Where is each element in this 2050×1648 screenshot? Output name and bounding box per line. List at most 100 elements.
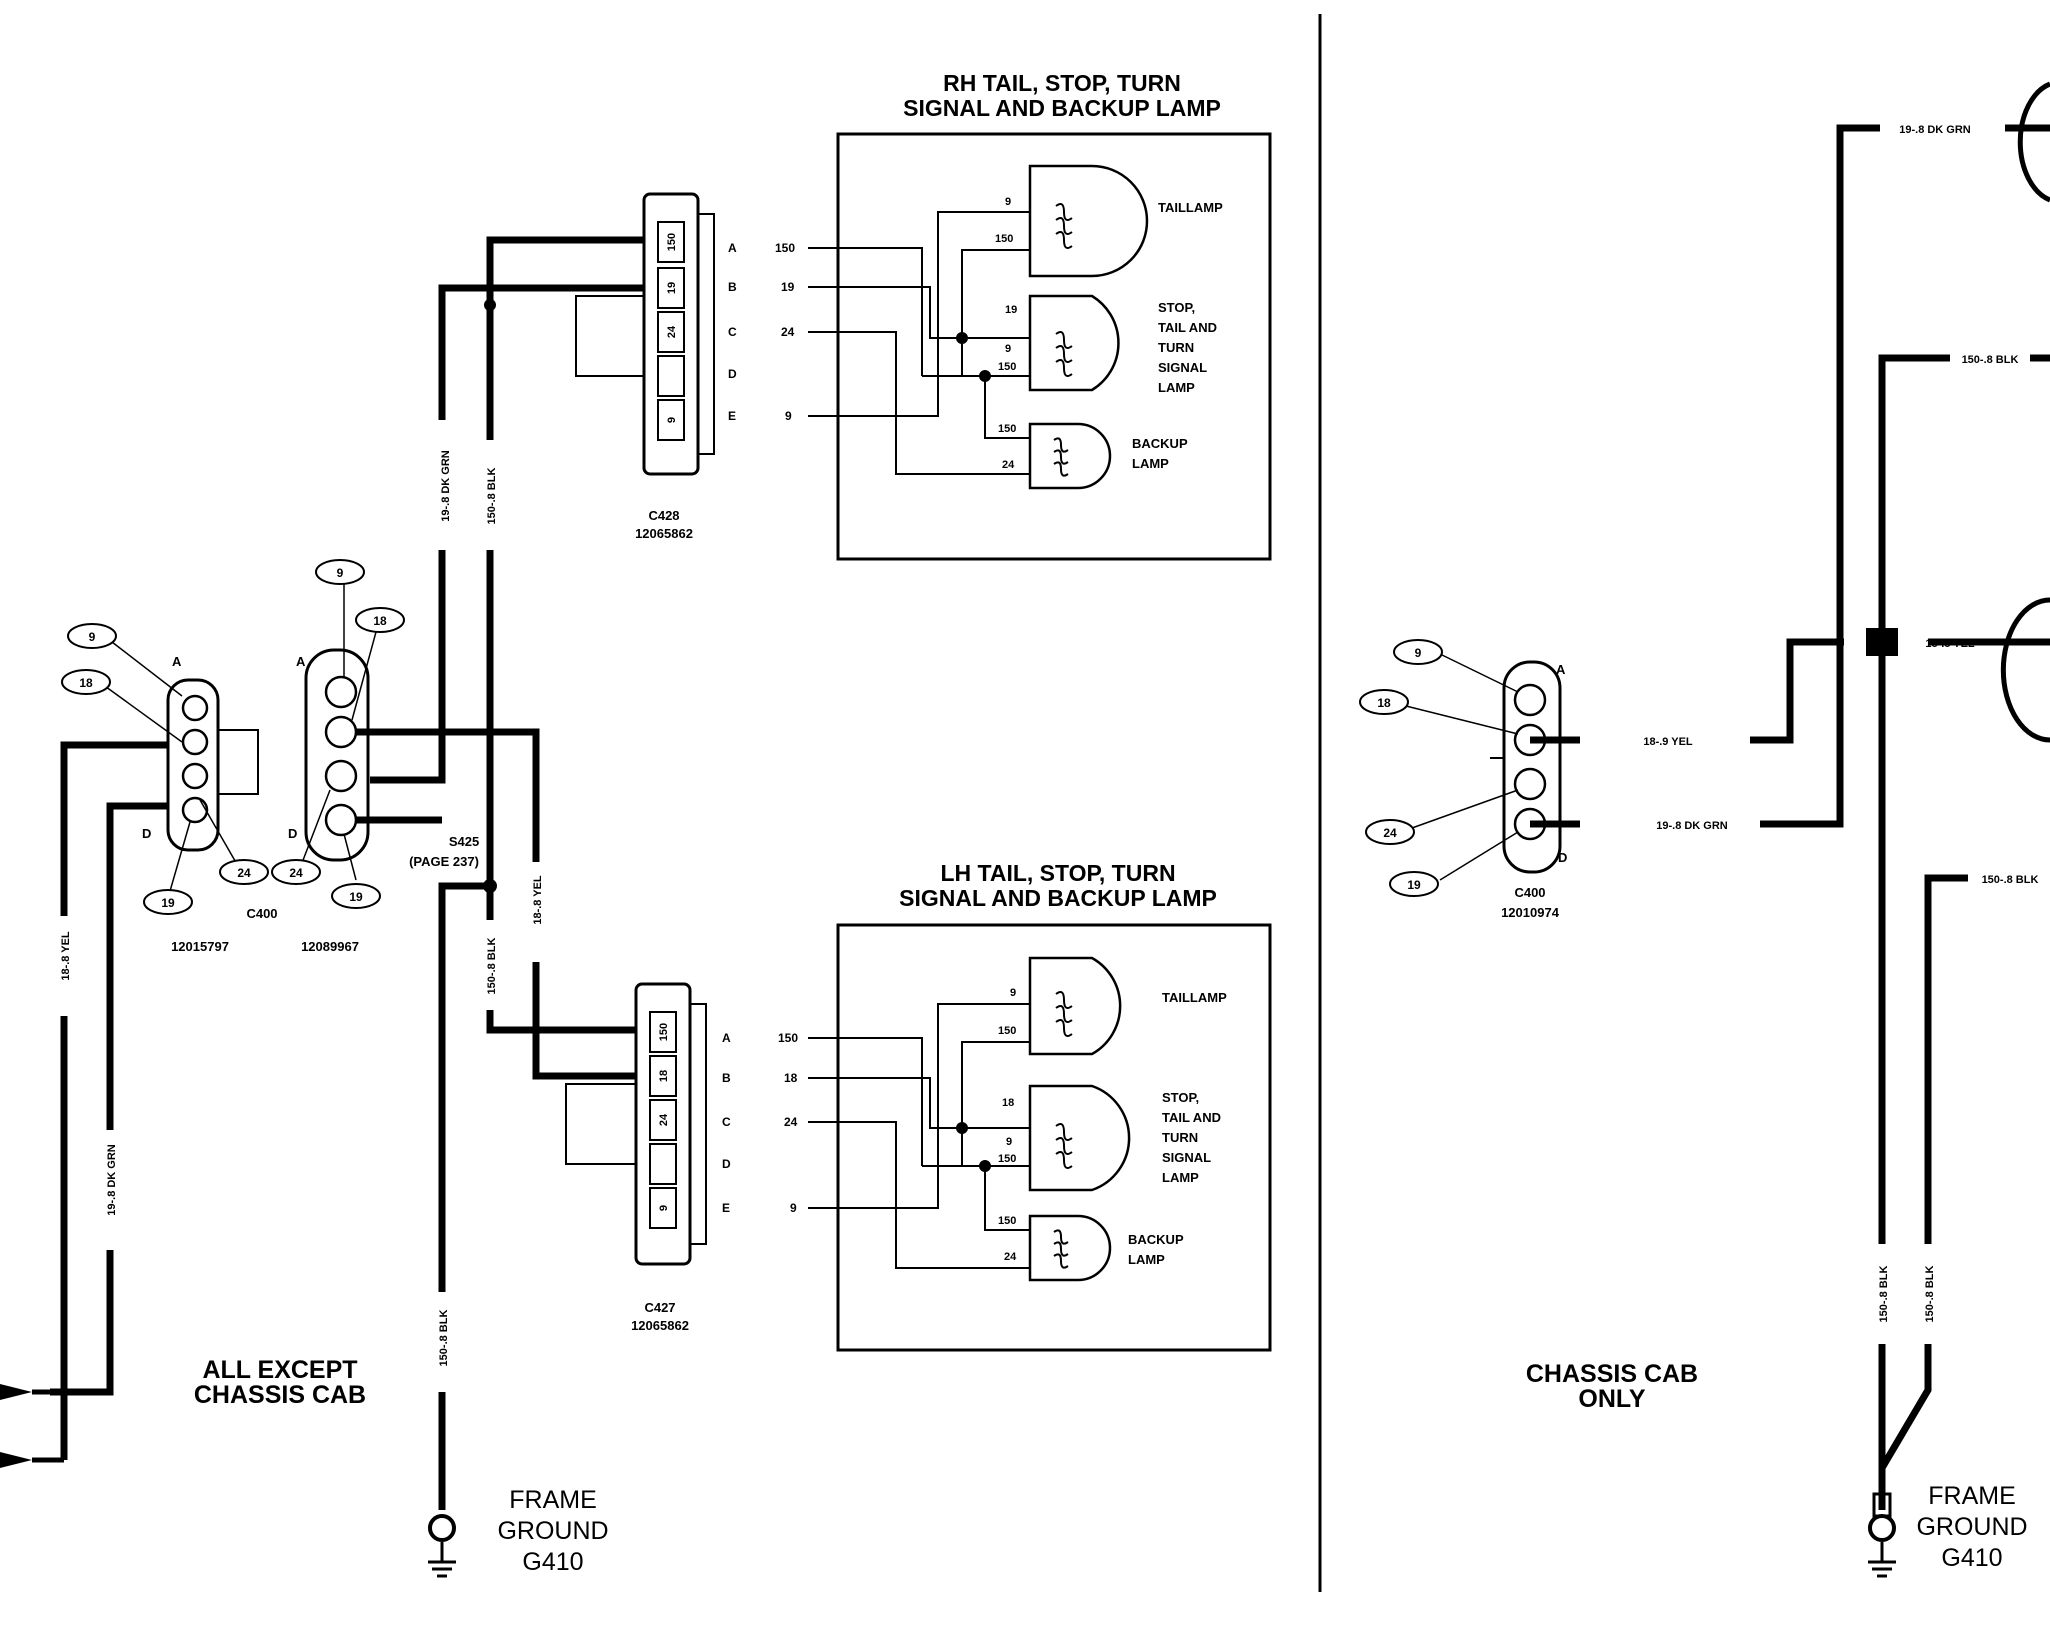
- rh-int-s150: 150: [998, 361, 1016, 373]
- rh-connector-c428-lock: [575, 295, 645, 377]
- right-caption-line2: ONLY: [1578, 1385, 1645, 1413]
- rh-taillamp-label: TAILLAMP: [1158, 200, 1223, 215]
- right-wire-yel-top: 18-.8 YEL: [1925, 638, 1975, 650]
- right-ground-line2: GROUND: [1916, 1513, 2027, 1541]
- rh-stop-label-3: TURN: [1158, 340, 1194, 355]
- rh-lamp-title-line2: SIGNAL AND BACKUP LAMP: [903, 95, 1221, 121]
- rh-int-b150: 150: [998, 423, 1016, 435]
- rh-lamp-box: [836, 132, 1272, 561]
- rh-pin-c: C: [728, 325, 737, 339]
- right-lamp-socket-mid: [2000, 597, 2050, 743]
- rh-pin-e: E: [728, 409, 736, 423]
- lh-c427-cavities: [649, 1011, 677, 1229]
- right-wire-vert-blk1: 150-.8 BLK: [1878, 1266, 1890, 1323]
- lh-stop-label-5: LAMP: [1162, 1170, 1199, 1185]
- left-ground-line1: FRAME: [509, 1486, 597, 1514]
- right-c400-oval-9: 9: [1415, 646, 1422, 660]
- lh-pin-a: A: [722, 1031, 731, 1045]
- right-wire-dk-grn-conn: 19-.8 DK GRN: [1656, 820, 1728, 832]
- rh-stop-label-2: TAIL AND: [1158, 320, 1217, 335]
- label-mask-dkgrn-conn: [1580, 814, 1760, 834]
- lh-int-s18: 18: [1002, 1097, 1014, 1109]
- lh-stop-label-2: TAIL AND: [1162, 1110, 1221, 1125]
- rh-connector-part: 12065862: [635, 526, 693, 541]
- left-ground-line2: GROUND: [497, 1517, 608, 1545]
- yel-crossing-mark: [1866, 628, 1898, 656]
- wire-label-yel: 18-.8 YEL: [532, 875, 544, 925]
- rh-backup-bulb-icon: [1053, 437, 1069, 477]
- lh-lamp-title-line1: LH TAIL, STOP, TURN: [940, 860, 1175, 886]
- rh-backup-label-2: LAMP: [1132, 456, 1169, 471]
- rh-pin-b: B: [728, 280, 737, 294]
- right-c400-oval-19: 19: [1407, 878, 1421, 892]
- lh-int-b24: 24: [1004, 1251, 1017, 1263]
- lh-connector-c427-lock: [565, 1083, 637, 1165]
- rh-cav-19: 19: [666, 282, 678, 294]
- lh-pin-circuit-a: 150: [778, 1031, 798, 1045]
- right-caption-line1: CHASSIS CAB: [1526, 1360, 1698, 1388]
- c400l-letter-a: A: [172, 654, 182, 669]
- lh-pin-b: B: [722, 1071, 731, 1085]
- label-mask-dkgrn: [432, 420, 454, 550]
- wire-label-dk-grn-left: 19-.8 DK GRN: [106, 1144, 118, 1216]
- label-mask-blk-ground: [432, 1292, 454, 1392]
- lh-int-t9: 9: [1010, 987, 1016, 999]
- rh-connector-c428-latch: [697, 213, 715, 455]
- c400r-letter-d: D: [288, 826, 297, 841]
- rh-c428-cavities: [657, 221, 685, 441]
- lh-internal-wiring: [808, 1003, 1030, 1269]
- splice-page-ref: (PAGE 237): [409, 854, 479, 869]
- rh-stop-label-4: SIGNAL: [1158, 360, 1207, 375]
- lh-taillamp-label: TAILLAMP: [1162, 990, 1227, 1005]
- lh-lamp-assembly: LH TAIL, STOP, TURN SIGNAL AND BACKUP LA…: [565, 860, 1272, 1352]
- rh-taillamp-socket: [1028, 164, 1149, 278]
- lh-int-t150: 150: [998, 1025, 1016, 1037]
- right-c400-part: 12010974: [1501, 905, 1560, 920]
- rh-pin-circuit-e: 9: [785, 409, 792, 423]
- label-mask-vert-blk1: [1872, 1244, 1894, 1344]
- c400l-oval-9: 9: [89, 630, 96, 644]
- splice-s425-dot: [483, 879, 497, 893]
- rh-stop-label-1: STOP,: [1158, 300, 1195, 315]
- label-mask-top-dkgrn: [1880, 118, 1990, 138]
- rh-int-s19: 19: [1005, 304, 1017, 316]
- lh-pin-d: D: [722, 1157, 731, 1171]
- rh-backup-lamp-socket: [1028, 422, 1112, 490]
- lh-backup-lamp-socket: [1028, 1214, 1112, 1282]
- lh-cav-18: 18: [658, 1070, 670, 1082]
- lh-lamp-title-line2: SIGNAL AND BACKUP LAMP: [899, 885, 1217, 911]
- lh-backup-label-1: BACKUP: [1128, 1232, 1184, 1247]
- rh-cav-150: 150: [666, 233, 678, 251]
- c400r-oval-19: 19: [349, 890, 363, 904]
- rh-pin-a: A: [728, 241, 737, 255]
- c400-left-part: 12015797: [171, 939, 229, 954]
- right-c400-connector: [1359, 639, 1562, 897]
- lh-connector-c427-latch: [689, 1003, 707, 1245]
- rh-cav-9: 9: [666, 417, 678, 423]
- lh-lamp-box: [836, 923, 1272, 1352]
- rh-cav-24: 24: [666, 325, 678, 338]
- right-ground-line1: FRAME: [1928, 1482, 2016, 1510]
- rh-int-b24: 24: [1002, 459, 1015, 471]
- right-c400-oval-24: 24: [1383, 826, 1397, 840]
- lh-pin-circuit-b: 18: [784, 1071, 798, 1085]
- left-frame-ground-icon: [428, 1514, 456, 1578]
- rh-lamp-assembly: RH TAIL, STOP, TURN SIGNAL AND BACKUP LA…: [575, 70, 1272, 561]
- lh-cav-150: 150: [658, 1023, 670, 1041]
- c400r-letter-a: A: [296, 654, 306, 669]
- c400r-oval-9: 9: [337, 566, 344, 580]
- lh-pin-circuit-c: 24: [784, 1115, 798, 1129]
- arrow-in-upper-icon: [0, 1384, 32, 1400]
- wire-label-blk-ground: 150-.8 BLK: [438, 1310, 450, 1367]
- rh-stop-lamp-socket: [1028, 294, 1120, 392]
- c400r-oval-24: 24: [289, 866, 303, 880]
- rh-lamp-title-line1: RH TAIL, STOP, TURN: [943, 70, 1181, 96]
- rh-pin-d: D: [728, 367, 737, 381]
- lh-pin-circuit-e: 9: [790, 1201, 797, 1215]
- right-c400-oval-18: 18: [1377, 696, 1391, 710]
- lh-stop-lamp-socket: [1028, 1084, 1131, 1192]
- label-mask-blk: [480, 440, 502, 550]
- c400r-oval-18: 18: [373, 614, 387, 628]
- left-ground-line3: G410: [522, 1548, 583, 1576]
